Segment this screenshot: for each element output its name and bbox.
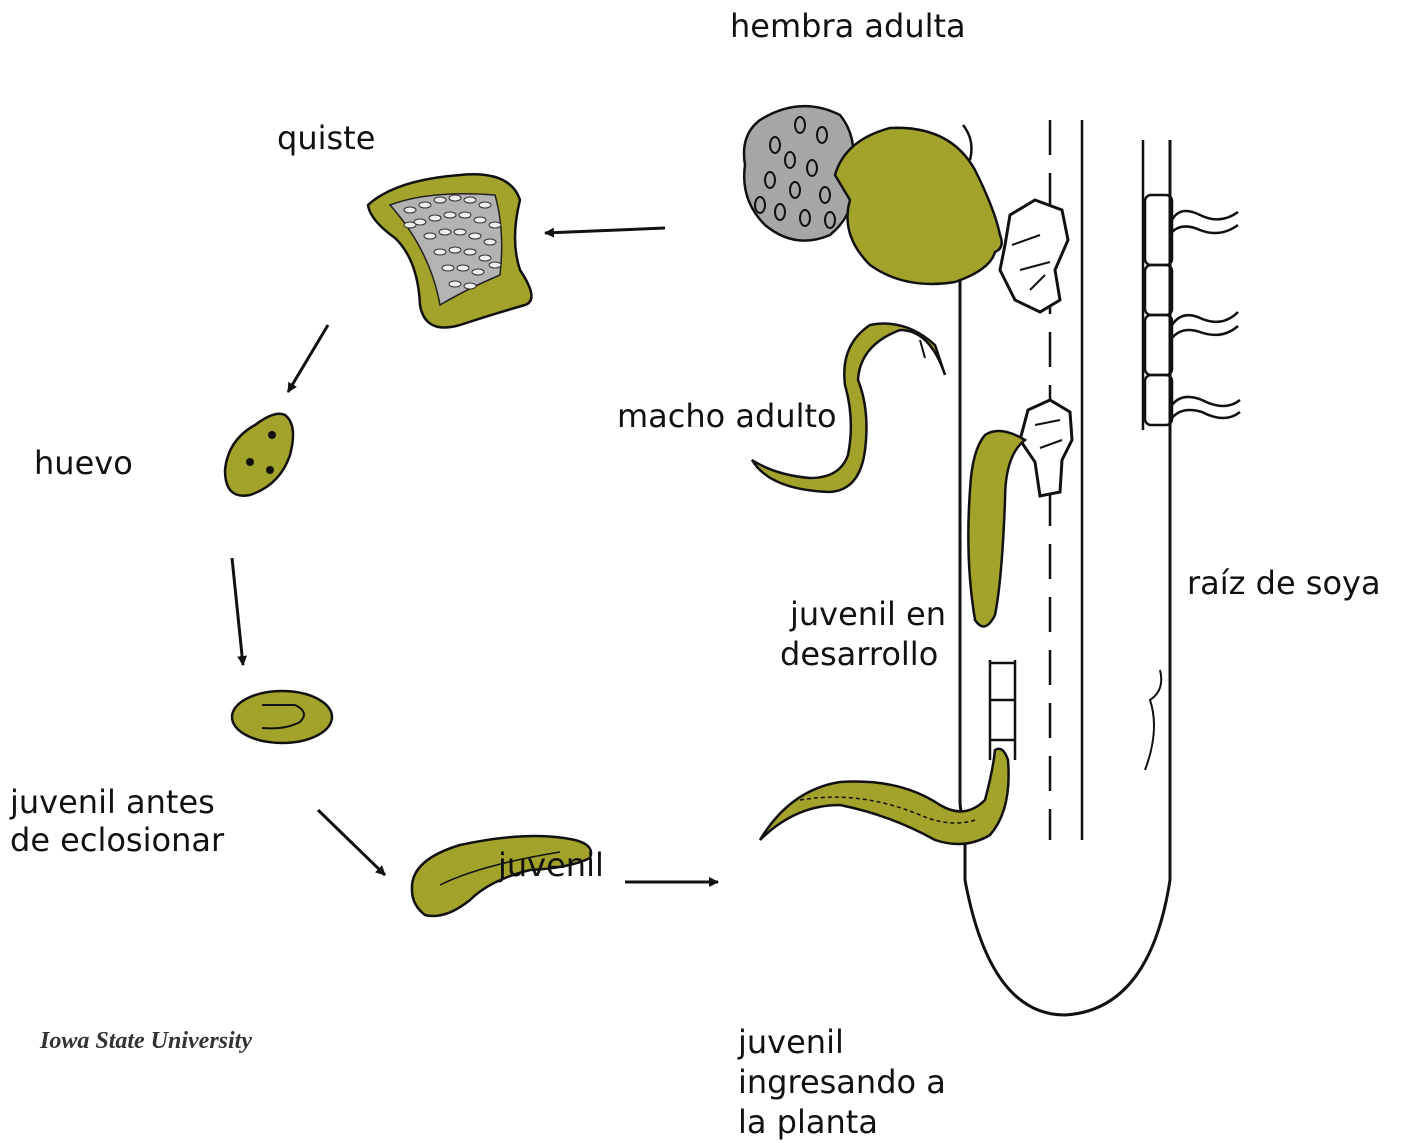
label-developing-juvenile-line2: desarrollo <box>780 634 938 674</box>
arrow-icon <box>232 558 243 665</box>
arrow-icon <box>545 228 665 233</box>
label-cyst: quiste <box>277 118 375 158</box>
label-prehatch-line1: juvenil antes <box>10 782 215 822</box>
root-cells <box>1145 195 1172 425</box>
developing-juvenile-icon <box>968 431 1025 626</box>
prehatch-juvenile-icon <box>232 691 332 743</box>
credit-text: Iowa State University <box>40 1028 252 1055</box>
label-adult-male: macho adulto <box>617 396 837 436</box>
cyst-icon <box>368 174 531 327</box>
root-hairs <box>1172 211 1240 418</box>
label-entering-line2: ingresando a <box>738 1062 946 1102</box>
root-vessel <box>990 660 1015 760</box>
arrow-icon <box>288 325 328 392</box>
feeding-site-lower <box>1020 400 1072 496</box>
feeding-site-upper <box>1000 200 1068 312</box>
label-entering-line3: la planta <box>738 1102 878 1142</box>
label-entering-line1: juvenil <box>738 1022 844 1062</box>
label-adult-female: hembra adulta <box>730 6 966 46</box>
label-egg: huevo <box>34 443 133 483</box>
arrow-icon <box>318 810 385 875</box>
cycle-arrows <box>232 228 718 882</box>
entering-juvenile-icon <box>760 749 1009 844</box>
label-developing-juvenile-line1: juvenil en <box>790 594 946 634</box>
label-soybean-root: raíz de soya <box>1187 563 1381 603</box>
label-juvenile: juvenil <box>498 845 604 885</box>
adult-female-icon <box>744 106 1002 284</box>
label-prehatch-line2: de eclosionar <box>10 820 224 860</box>
egg-icon <box>225 414 293 496</box>
